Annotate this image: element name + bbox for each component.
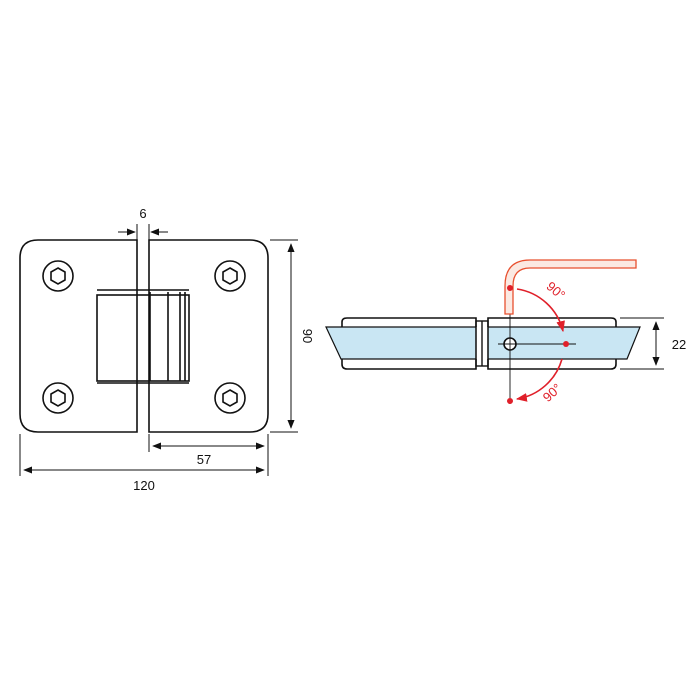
glass-panel-left [325, 326, 477, 360]
dim-thickness-label: 22 [672, 337, 686, 352]
angle-upper-label: 90° [544, 278, 569, 302]
left-plate [19, 239, 138, 433]
clamp-left [341, 317, 477, 370]
side-dimensions [620, 317, 664, 370]
screw-top-right [214, 260, 246, 292]
hinge-side-view [325, 259, 641, 404]
front-dimensions [19, 224, 298, 476]
screw-top-left [42, 260, 74, 292]
hinge-pin-block [475, 320, 489, 367]
angle-lower-label: 90° [540, 381, 565, 405]
dim-half-width-label: 57 [197, 452, 211, 467]
screw-bottom-left [42, 382, 74, 414]
right-plate [148, 239, 269, 433]
hinge-knuckle [96, 294, 190, 382]
hex-key-tool [504, 259, 637, 315]
clamp-right [487, 317, 617, 370]
dim-total-width-label: 120 [133, 478, 155, 493]
dim-height-label: 90 [300, 329, 315, 343]
dim-gap-label: 6 [139, 206, 146, 221]
hinge-front-view [19, 239, 269, 433]
rotation-arc-lower [515, 358, 563, 402]
rotation-arc-upper [516, 288, 565, 333]
rotation-indicator [515, 288, 565, 402]
screw-bottom-right [214, 382, 246, 414]
